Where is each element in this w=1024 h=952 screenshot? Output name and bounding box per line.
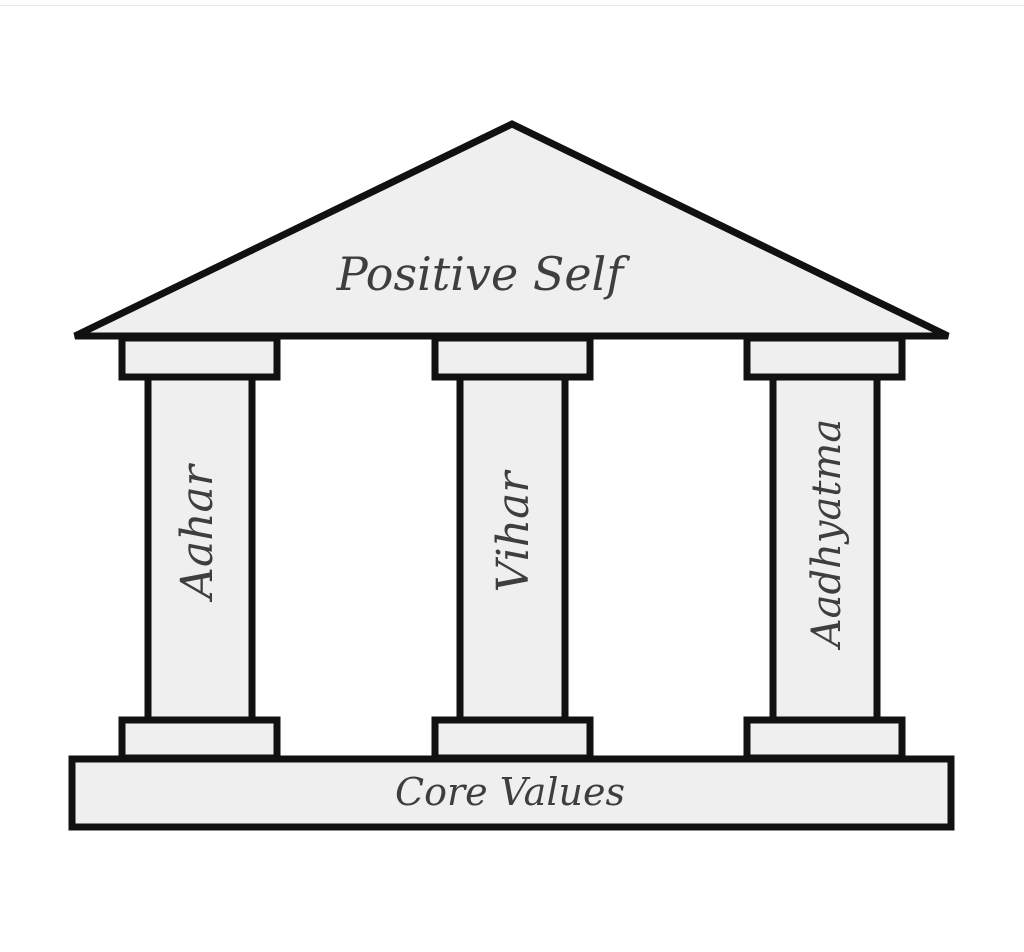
pillar-label: Aahar — [172, 462, 223, 603]
pillar-label: Aadhyatma — [804, 419, 850, 651]
pillar-aahar: Aahar — [118, 334, 281, 762]
pillar-label: Vihar — [488, 469, 539, 593]
pillar-vihar: Vihar — [431, 334, 594, 762]
roof-label: Positive Self — [336, 247, 631, 301]
pillar-base — [118, 716, 281, 762]
foundation-plinth — [68, 755, 955, 831]
pillar-base — [743, 716, 906, 762]
foundation-label: Core Values — [395, 770, 625, 814]
pillar-shaft — [456, 373, 569, 724]
top-divider — [0, 5, 1024, 6]
pillar-aadhyatma: Aadhyatma — [743, 334, 906, 762]
roof-pediment — [73, 120, 950, 340]
pillar-shaft — [769, 373, 881, 724]
pillar-capital — [118, 334, 281, 381]
pillar-capital — [431, 334, 594, 381]
pillar-capital — [743, 334, 906, 381]
pillar-base — [431, 716, 594, 762]
